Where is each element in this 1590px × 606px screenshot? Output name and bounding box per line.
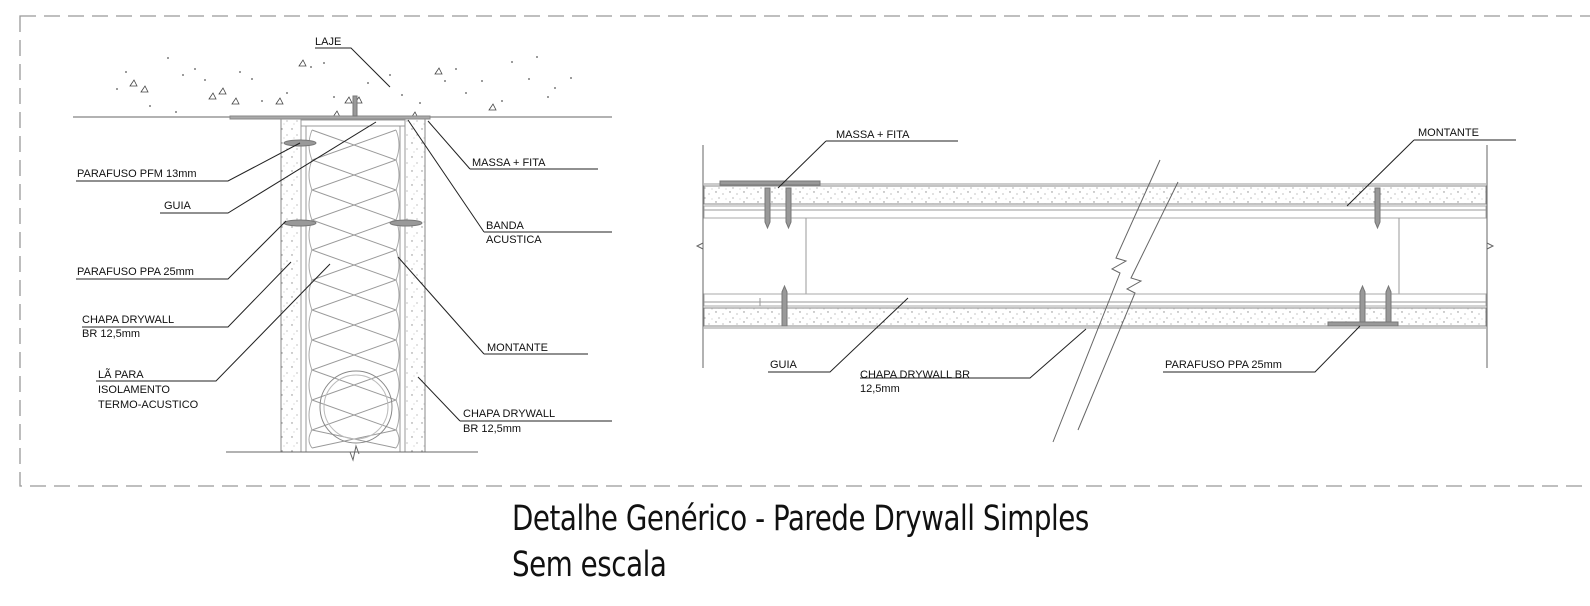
conduit-circle [319,370,393,444]
label-chapa-2: CHAPA DRYWALL [463,408,555,420]
title-block: Detalhe Genérico - Parede Drywall Simple… [512,496,1168,588]
label-termo-acustico: TERMO-ACUSTICO [98,399,199,411]
slab-aggregate [129,59,497,119]
label-chapa-1b: BR 12,5mm [82,328,140,340]
label-isolamento: ISOLAMENTO [98,384,170,396]
label-guia-right: GUIA [770,359,798,371]
label-acustica: ACUSTICA [486,234,542,246]
label-chapa-right: CHAPA DRYWALL BR [860,369,970,381]
label-parafuso-pfm: PARAFUSO PFM 13mm [77,168,197,180]
label-parafuso-ppa-right: PARAFUSO PPA 25mm [1165,359,1282,371]
label-montante: MONTANTE [487,342,548,354]
screws [283,95,423,227]
right-screws [719,180,1399,327]
slab-dots [116,56,572,113]
left-gypsum-board [280,117,302,453]
label-chapa-1: CHAPA DRYWALL [82,314,174,326]
dashed-frame [19,15,1590,487]
label-la-para: LÃ PARA [98,368,144,381]
label-massa-fita-right: MASSA + FITA [836,129,910,141]
horizontal-section-detail: MASSA + FITA MONTANTE GUIA CHAPA DRYWALL… [695,127,1516,443]
bottom-gypsum-board [703,307,1487,327]
drawing-title: Detalhe Genérico - Parede Drywall Simple… [512,499,1089,539]
label-laje: LAJE [315,36,341,48]
right-gypsum-board [404,117,426,453]
label-guia: GUIA [164,200,192,212]
label-banda: BANDA [486,220,525,232]
label-chapa-2b: BR 12,5mm [463,423,521,435]
label-massa-fita: MASSA + FITA [472,157,546,169]
label-parafuso-ppa: PARAFUSO PPA 25mm [77,266,194,278]
vertical-section-detail: LAJE PARAFUSO PFM 13mm MASSA + FITA GUIA… [73,36,612,462]
top-gypsum-board [703,185,1487,205]
label-montante-right: MONTANTE [1418,127,1479,139]
label-chapa-right-b: 12,5mm [860,383,900,395]
drawing-scale: Sem escala [512,545,667,585]
